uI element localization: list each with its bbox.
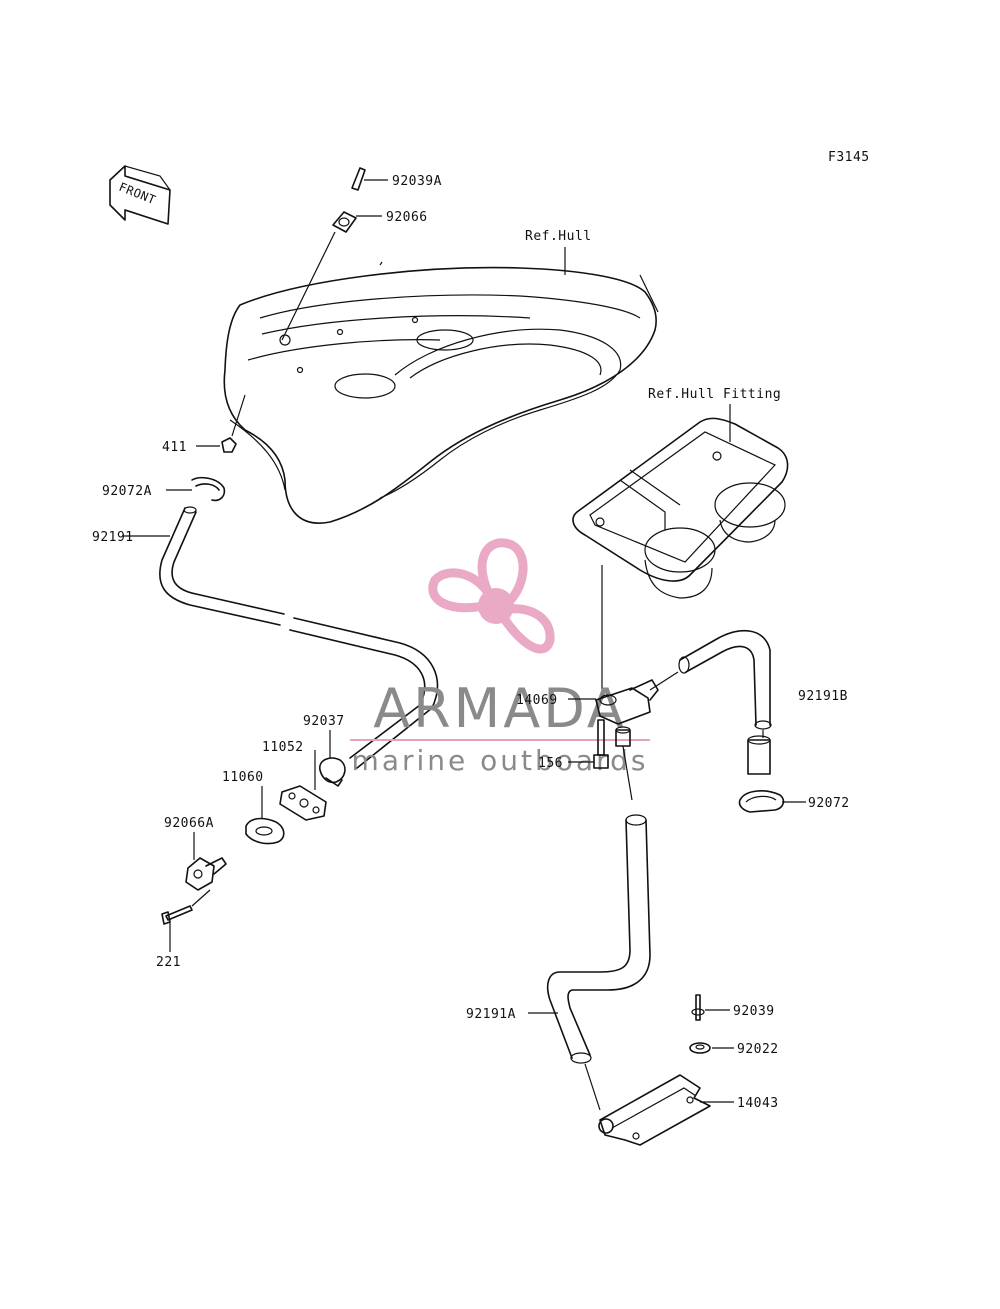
label-ref-hull: Ref.Hull: [525, 229, 592, 244]
part-92072A: [166, 476, 226, 502]
label-92191: 92191: [92, 530, 134, 545]
figure-code: F3145: [828, 150, 870, 165]
label-92072: 92072: [808, 796, 850, 811]
watermark-logo-icon: [428, 538, 555, 654]
part-156: [568, 719, 609, 769]
part-14069: [568, 679, 659, 725]
part-92191-hose: [122, 506, 439, 769]
watermark-tagline: marine outboards: [352, 744, 649, 777]
part-92191A-hose: [528, 814, 651, 1111]
label-92066A: 92066A: [164, 816, 214, 831]
label-411: 411: [162, 440, 187, 455]
label-ref-hull-fitting: Ref.Hull Fitting: [648, 387, 781, 402]
label-11052: 11052: [262, 740, 304, 755]
label-156: 156: [538, 756, 563, 771]
label-92191B: 92191B: [798, 689, 848, 704]
part-92066A: [185, 832, 227, 891]
front-arrow-icon: FRONT: [109, 165, 171, 225]
part-11052: [279, 750, 327, 821]
hose-sleeve: [747, 735, 771, 775]
label-92037: 92037: [303, 714, 345, 729]
label-92066: 92066: [386, 210, 428, 225]
label-92022: 92022: [737, 1042, 779, 1057]
label-11060: 11060: [222, 770, 264, 785]
part-92072: [738, 790, 806, 813]
part-92022: [689, 1042, 734, 1054]
part-92037: [319, 730, 346, 787]
part-221: [161, 889, 211, 952]
part-14043: [598, 1074, 734, 1146]
part-92039A: [351, 167, 388, 191]
label-92072A: 92072A: [102, 484, 152, 499]
hull-fitting: [572, 417, 789, 690]
label-92039: 92039: [733, 1004, 775, 1019]
label-221: 221: [156, 955, 181, 970]
part-92039: [691, 994, 730, 1021]
label-92039A: 92039A: [392, 174, 442, 189]
part-92191B-hose: [649, 629, 772, 738]
label-92191A: 92191A: [466, 1007, 516, 1022]
sleeve-part: [615, 726, 633, 801]
part-411: [196, 394, 246, 453]
watermark-brand: ARMADA: [373, 677, 627, 740]
hull-deck: [223, 261, 659, 524]
label-14043: 14043: [737, 1096, 779, 1111]
part-11060: [245, 786, 285, 845]
label-14069: 14069: [516, 693, 558, 708]
